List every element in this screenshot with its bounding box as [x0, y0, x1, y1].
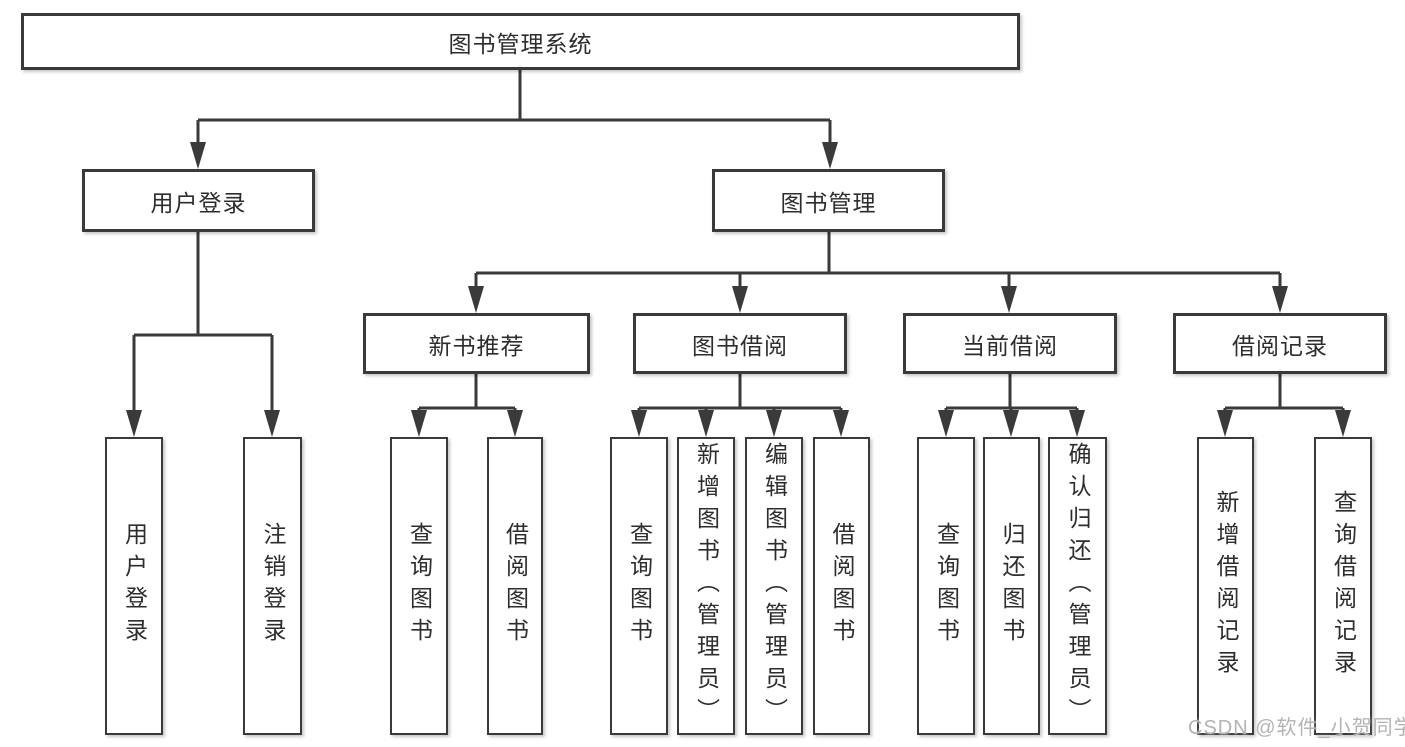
arrowhead-icon: [822, 142, 838, 169]
node-book-management: 图书管理: [712, 169, 945, 232]
leaf-label: 查询图书: [626, 522, 653, 650]
leaf-recommend-borrow-books: 借阅图书: [487, 437, 543, 735]
leaf-borrowing-borrow-books: 借阅图书: [813, 437, 870, 735]
leaf-label: 注销登录: [260, 522, 286, 650]
arrowhead-icon: [1001, 286, 1017, 313]
connector-borrow-records-to-leaves: [1217, 374, 1351, 437]
leaf-user-login: 用户登录: [105, 437, 163, 735]
arrowhead-icon: [264, 410, 280, 437]
arrowhead-icon: [1217, 410, 1233, 437]
node-label: 图书管理: [780, 189, 877, 216]
leaf-label: 确认归还（管理员）: [1065, 442, 1091, 730]
leaf-label: 借阅图书: [502, 522, 529, 650]
leaf-label: 查询图书: [933, 522, 960, 650]
node-book-borrowing: 图书借阅: [633, 313, 847, 374]
node-label: 当前借阅: [962, 332, 1058, 359]
leaf-records-add-borrow-record: 新增借阅记录: [1197, 437, 1254, 735]
node-label: 图书管理系统: [448, 30, 593, 57]
leaf-label: 用户登录: [121, 522, 148, 650]
leaf-label: 借阅图书: [829, 522, 855, 650]
connector-new-book-to-leaves: [411, 374, 523, 437]
arrowhead-icon: [938, 410, 954, 437]
node-label: 新书推荐: [428, 332, 525, 359]
arrowhead-icon: [766, 410, 782, 437]
leaf-current-query-books: 查询图书: [917, 437, 975, 735]
node-user-login: 用户登录: [82, 169, 315, 232]
arrowhead-icon: [631, 410, 647, 437]
node-label: 借阅记录: [1232, 332, 1328, 359]
leaf-label: 查询借阅记录: [1330, 490, 1357, 682]
arrowhead-icon: [411, 410, 427, 437]
leaf-borrowing-query-books: 查询图书: [610, 437, 668, 735]
node-borrow-records: 借阅记录: [1173, 313, 1387, 374]
leaf-recommend-query-books: 查询图书: [390, 437, 448, 735]
arrowhead-icon: [1003, 410, 1019, 437]
connector-user-login-to-leaves: [126, 232, 280, 437]
arrowhead-icon: [126, 410, 142, 437]
arrowhead-icon: [507, 410, 523, 437]
leaf-current-confirm-return-admin: 确认归还（管理员）: [1048, 437, 1107, 735]
node-label: 图书借阅: [692, 332, 788, 359]
leaf-label: 新增图书（管理员）: [693, 442, 720, 730]
leaf-label: 编辑图书（管理员）: [761, 442, 788, 730]
connector-current-borrowing-to-leaves: [938, 374, 1085, 437]
leaf-borrowing-add-book-admin: 新增图书（管理员）: [677, 437, 735, 735]
arrowhead-icon: [468, 286, 484, 313]
leaf-borrowing-edit-book-admin: 编辑图书（管理员）: [745, 437, 803, 735]
arrowhead-icon: [1069, 410, 1085, 437]
arrowhead-icon: [833, 410, 849, 437]
leaf-label: 归还图书: [999, 522, 1025, 650]
node-current-borrowing: 当前借阅: [903, 313, 1117, 374]
node-new-book-recommend: 新书推荐: [363, 313, 590, 374]
arrowhead-icon: [732, 286, 748, 313]
connector-root-to-level2: [190, 70, 838, 169]
arrowhead-icon: [1272, 286, 1288, 313]
arrowhead-icon: [190, 142, 206, 169]
connector-book-borrowing-to-leaves: [631, 374, 849, 437]
leaf-label: 新增借阅记录: [1213, 490, 1239, 682]
arrowhead-icon: [1335, 410, 1351, 437]
leaf-records-query-borrow-record: 查询借阅记录: [1314, 437, 1372, 735]
node-library-system: 图书管理系统: [21, 13, 1020, 70]
node-label: 用户登录: [150, 189, 247, 216]
connector-book-management-to-level3: [468, 232, 1288, 313]
leaf-current-return-books: 归还图书: [983, 437, 1040, 735]
watermark: CSDN @软件_小贺同学: [1188, 717, 1405, 739]
arrowhead-icon: [698, 410, 714, 437]
leaf-logout: 注销登录: [243, 437, 302, 735]
leaf-label: 查询图书: [406, 522, 433, 650]
